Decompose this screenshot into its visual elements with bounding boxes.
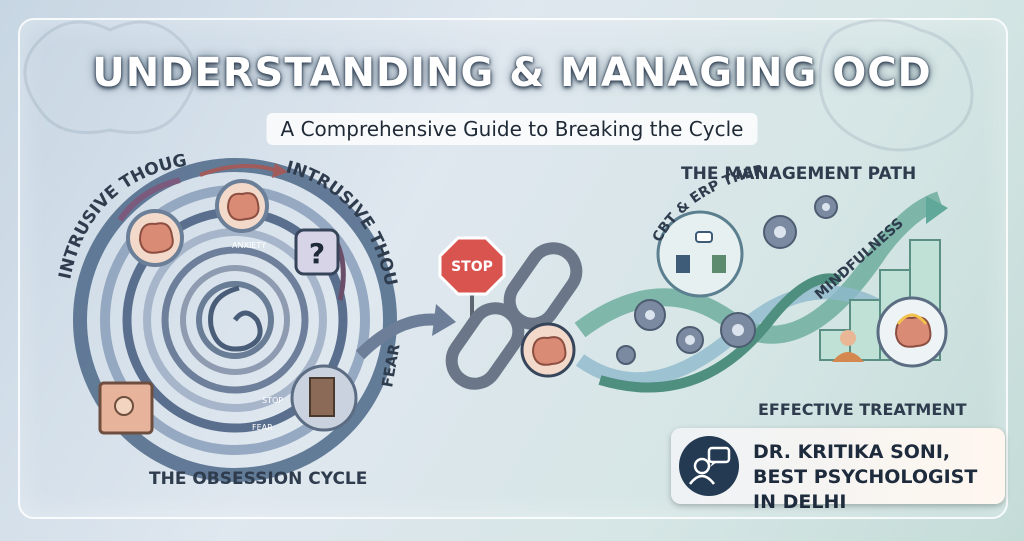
brain-bubble-icon <box>520 322 576 378</box>
stop-sign-text: STOP <box>451 259 493 275</box>
management-path-label: THE MANAGEMENT PATH <box>681 164 917 184</box>
brain-icon <box>215 179 269 233</box>
effective-treatment-label: EFFECTIVE TREATMENT <box>758 400 967 419</box>
author-name: DR. KRITIKA SONI, BEST PSYCHOLOGIST IN D… <box>753 441 978 513</box>
question-icon: ? <box>294 228 340 276</box>
broken-chain-icon <box>445 242 583 390</box>
cycle-arrow-top <box>199 164 276 177</box>
flow-arrowhead <box>432 304 456 336</box>
inner-fear: FEAR <box>252 423 273 432</box>
author-card: DR. KRITIKA SONI, BEST PSYCHOLOGIST IN D… <box>671 428 1005 513</box>
cycle-arrowhead-top <box>272 163 288 178</box>
page-title: UNDERSTANDING & MANAGING OCD <box>92 50 932 96</box>
stop-sign-icon: STOP <box>438 236 506 320</box>
meditation-icon <box>832 330 864 362</box>
brain-icon <box>126 209 184 267</box>
obsession-cycle-label: THE OBSESSION CYCLE <box>149 469 368 489</box>
path-arrowhead <box>926 196 948 224</box>
door-hand-icon <box>290 364 358 432</box>
chat-person-icon <box>679 436 739 496</box>
therapy-session-icon <box>656 210 744 298</box>
svg-text:?: ? <box>309 237 325 270</box>
page-subtitle: A Comprehensive Guide to Breaking the Cy… <box>266 113 758 145</box>
flow-arrow <box>355 313 441 360</box>
background-brain-icon <box>23 18 974 152</box>
inner-stop: STOP <box>262 396 283 405</box>
hand-tile-icon <box>98 381 154 435</box>
content-frame <box>18 18 1008 519</box>
inner-anxiety: ANXIETY <box>232 241 266 250</box>
lightbulb-brain-icon <box>876 296 948 368</box>
